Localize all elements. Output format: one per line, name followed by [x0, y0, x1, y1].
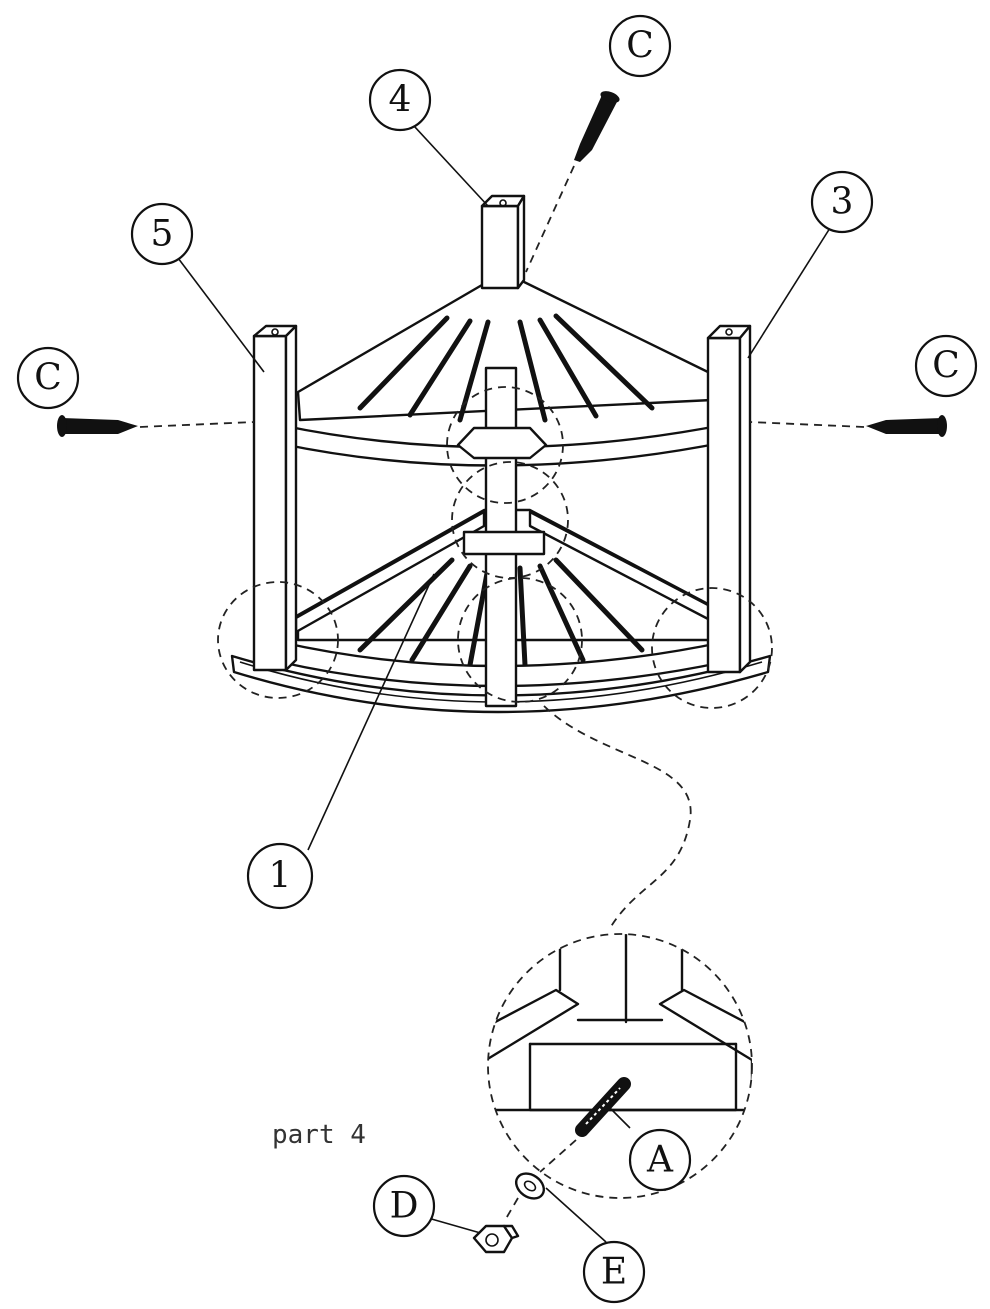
- callout-screw-right: C: [914, 334, 978, 398]
- detail-circle-right: [651, 587, 773, 709]
- left-leg: [252, 324, 298, 672]
- callout-part-1: 1: [246, 842, 314, 910]
- callout-part-4: 4: [368, 68, 432, 132]
- callout-bolt-a: A: [628, 1128, 692, 1192]
- svg-text:C: C: [626, 26, 654, 67]
- shelf-assembly: [217, 194, 773, 714]
- lower-shelf-slats: [357, 557, 645, 668]
- callout-part-5: 5: [130, 202, 194, 266]
- svg-text:3: 3: [831, 182, 854, 223]
- callout-screw-left: C: [16, 346, 80, 410]
- svg-text:C: C: [932, 346, 960, 387]
- detail-caption: part 4: [272, 1120, 366, 1150]
- svg-text:5: 5: [151, 214, 174, 255]
- enlarged-detail: [487, 933, 753, 1199]
- detail-circle-left: [217, 581, 339, 699]
- svg-text:4: 4: [389, 80, 412, 121]
- callout-part-3: 3: [810, 170, 874, 234]
- leader-lines: [177, 125, 831, 1243]
- upper-shelf-slats: [357, 313, 655, 423]
- washer-e: [514, 1172, 546, 1200]
- screw-top: [525, 91, 620, 273]
- callout-screw-top: C: [608, 14, 672, 78]
- screw-right: [749, 415, 947, 437]
- svg-text:D: D: [390, 1186, 419, 1227]
- detail-circle-top: [446, 386, 564, 504]
- right-leg: [706, 324, 752, 674]
- back-leg: [480, 194, 526, 290]
- detail-circle-bottom: [457, 577, 583, 703]
- bolt-a: [575, 1077, 631, 1137]
- svg-text:A: A: [646, 1140, 674, 1181]
- callout-washer-e: E: [582, 1240, 646, 1304]
- svg-text:E: E: [601, 1252, 627, 1293]
- detail-connector: [543, 705, 692, 929]
- base-front-rail: [230, 654, 772, 714]
- nut-d: [472, 1224, 520, 1254]
- svg-text:C: C: [34, 358, 62, 399]
- screw-left: [57, 415, 255, 437]
- svg-text:1: 1: [269, 856, 292, 897]
- callout-nut-d: D: [372, 1174, 436, 1238]
